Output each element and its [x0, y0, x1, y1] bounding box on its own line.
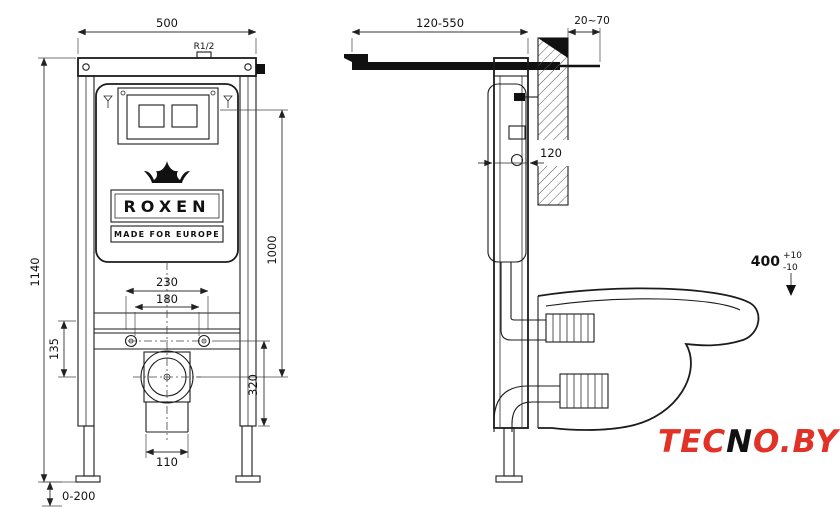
crown-icon	[144, 161, 190, 183]
dim-label-drain-offset: 110	[156, 455, 178, 469]
dim-label-cladding-range: 20~70	[574, 15, 610, 27]
frame-bolt-icon	[244, 63, 252, 71]
dim-frame-height: 1140	[28, 57, 76, 483]
dim-arm-length: 120-550	[351, 16, 529, 54]
dim-drain-offset: 110	[145, 434, 189, 469]
dim-flush-pipe-height: 1000	[196, 109, 288, 378]
dim-cladding-range: 20~70	[567, 15, 610, 62]
top-fixing-block	[256, 64, 265, 74]
dim-label-bowl-tol-plus: +10	[783, 251, 802, 261]
dim-label-fixing-span-inner: 180	[156, 292, 178, 306]
dim-label-water-thread: R1/2	[194, 42, 215, 52]
flush-button-small	[171, 104, 198, 128]
fixing-stud-icon	[124, 334, 138, 348]
lightning-n-icon: N	[726, 424, 753, 460]
flush-button-large	[138, 104, 165, 128]
dim-label-bowl-tol-minus: -10	[783, 263, 798, 273]
side-view: 120-550 20~70 120 400 +10 -10	[344, 15, 802, 483]
dim-label-bowl-height: 400	[751, 254, 780, 270]
brand-tagline: MADE FOR EUROPE	[114, 230, 220, 239]
watermark: TECNO.BY	[658, 424, 840, 460]
adjustable-feet	[75, 425, 261, 483]
dim-left-offset: 135	[47, 320, 76, 378]
dim-feet-range: 0-200	[42, 481, 95, 507]
dim-label-flush-pipe-height: 1000	[265, 235, 279, 264]
outlet-assembly	[128, 262, 206, 440]
mounting-mark-icon	[103, 95, 113, 108]
dim-label-left-offset: 135	[47, 338, 61, 360]
cistern-side	[487, 83, 538, 263]
frame-bolt-icon	[82, 63, 90, 71]
dim-label-outlet-height: 320	[246, 374, 260, 396]
water-inlet-fitting	[196, 51, 212, 59]
cistern-front: ROXEN MADE FOR EUROPE	[95, 83, 239, 263]
dim-label-frame-depth: 120	[540, 146, 562, 160]
drain-elbow	[493, 385, 560, 432]
dim-frame-depth: 120	[478, 146, 562, 167]
dim-fixing-span-outer: 230	[125, 275, 209, 330]
mounting-mark-icon	[223, 95, 233, 108]
dim-outlet-height: 320	[212, 340, 270, 427]
dim-thread-label: R1/2	[194, 42, 215, 52]
front-view: ROXEN MADE FOR EUROPE	[28, 16, 288, 507]
dim-label-fixing-span-outer: 230	[156, 275, 178, 289]
dim-fixing-span-inner: 180	[134, 292, 200, 336]
dim-label-frame-height: 1140	[28, 257, 42, 286]
dim-label-feet-range: 0-200	[62, 489, 95, 503]
drain-connector	[559, 373, 609, 409]
dim-frame-width: 500	[77, 16, 257, 54]
flush-pipe	[500, 262, 595, 343]
watermark-part3: O.BY	[753, 424, 840, 460]
height-arrow-icon	[786, 285, 796, 296]
side-foot	[495, 427, 523, 483]
flush-connector	[545, 313, 595, 343]
inlet-valve-icon	[514, 93, 525, 101]
watermark-text: TECNO.BY	[658, 424, 840, 460]
frame-column-side	[493, 57, 529, 429]
drain-assembly	[493, 373, 609, 432]
flush-plate	[117, 87, 219, 145]
watermark-part1: TEC	[658, 424, 726, 460]
dim-label-frame-width: 500	[156, 16, 178, 30]
wall-cladding-section	[534, 37, 572, 206]
brand-logo: ROXEN MADE FOR EUROPE	[110, 161, 224, 243]
brand-name: ROXEN	[123, 197, 210, 216]
dim-bowl-height: 400 +10 -10	[751, 251, 802, 296]
dim-label-arm-length: 120-550	[416, 16, 464, 30]
toilet-bowl-profile	[537, 287, 760, 431]
